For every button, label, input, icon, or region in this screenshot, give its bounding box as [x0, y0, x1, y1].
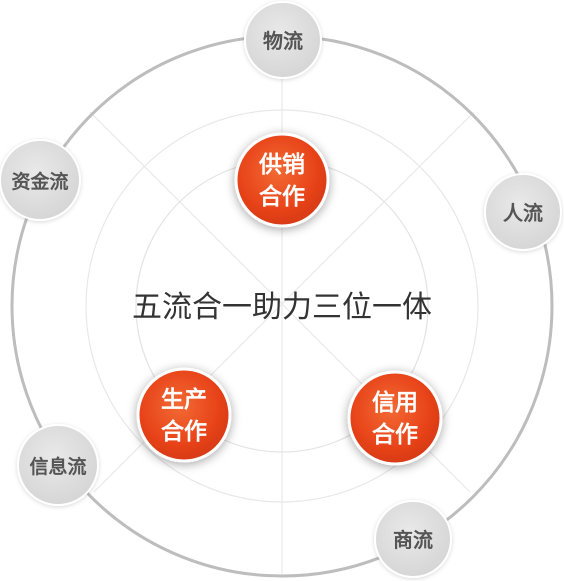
flow-node-renliu: 人流 [484, 173, 562, 251]
center-title: 五流合一助力三位一体 [132, 290, 432, 325]
flow-label: 资金流 [11, 170, 68, 193]
coop-line1: 供销 [258, 151, 305, 178]
coop-line2: 合作 [161, 418, 207, 445]
flow-label: 人流 [503, 201, 543, 225]
flow-node-xinxiliu: 信息流 [17, 424, 99, 506]
flow-label: 信息流 [29, 455, 86, 478]
coop-node-xinyong: 信用 合作 [347, 370, 443, 466]
coop-node-shengchan: 生产 合作 [136, 367, 232, 463]
coop-line2: 合作 [259, 183, 305, 210]
coop-line2: 合作 [372, 421, 418, 448]
inner-ring-middle [85, 109, 479, 503]
flow-node-wuliu: 物流 [244, 1, 322, 79]
coop-line1: 信用 [372, 389, 418, 416]
flow-label: 物流 [263, 29, 303, 53]
flow-node-shangliu: 商流 [374, 500, 452, 578]
flow-node-zijinliu: 资金流 [0, 139, 81, 221]
coop-line1: 生产 [161, 386, 207, 413]
flow-label: 商流 [393, 528, 433, 552]
coop-node-gongxiao: 供销 合作 [234, 132, 330, 228]
